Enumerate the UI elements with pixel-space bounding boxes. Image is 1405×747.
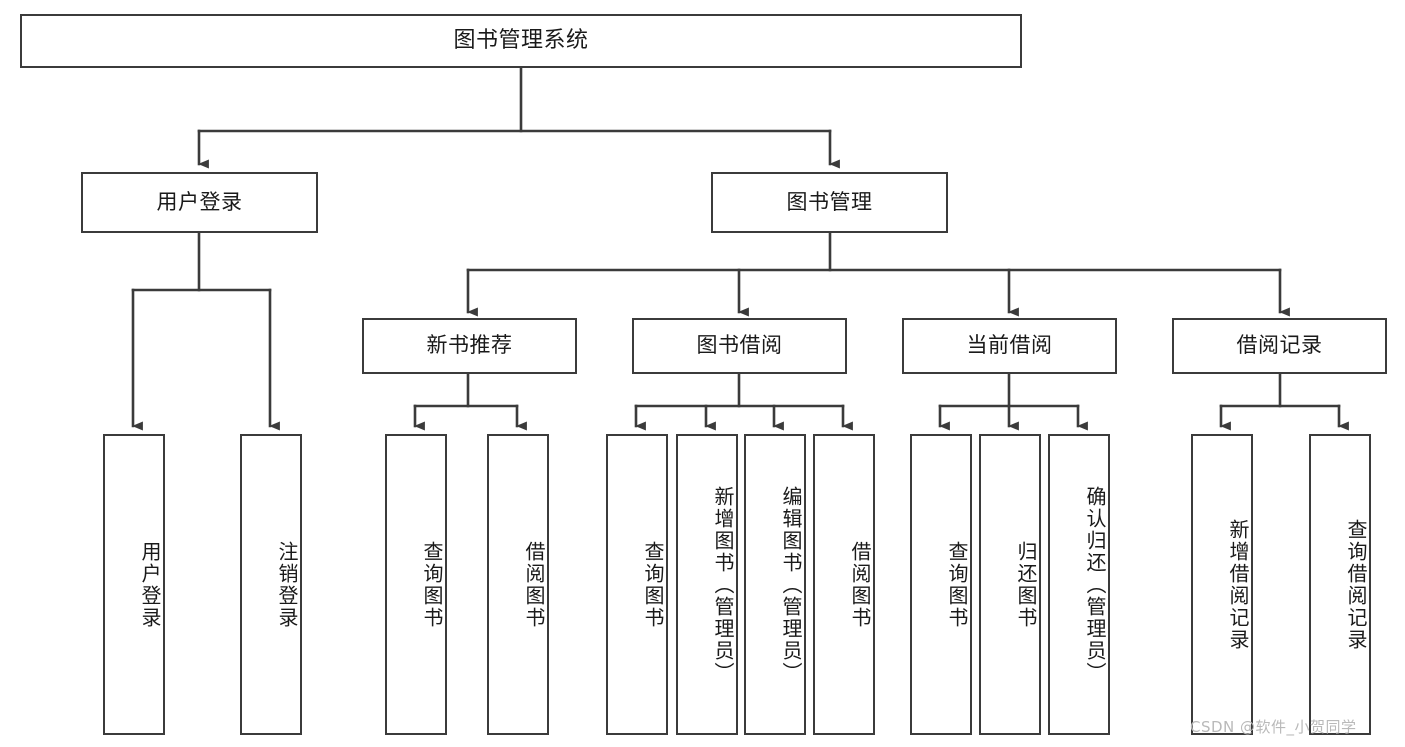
leaf-current-query-book[interactable]: 查询图书 [910,434,972,735]
leaf-label: 新增借阅记录 [1226,518,1250,651]
leaf-label: 查询图书 [641,540,665,629]
leaf-label: 编辑图书（管理员） [779,485,803,684]
leaf-current-confirm-return-admin[interactable]: 确认归还（管理员） [1048,434,1110,735]
leaf-label: 注销登录 [275,540,299,629]
leaf-label: 借阅图书 [522,540,546,629]
leaf-label: 用户登录 [138,540,162,629]
node-book-management[interactable]: 图书管理 [711,172,948,233]
leaf-label: 确认归还（管理员） [1083,485,1107,684]
node-new-book-recommend[interactable]: 新书推荐 [362,318,577,374]
leaf-user-login-login[interactable]: 用户登录 [103,434,165,735]
leaf-label: 查询图书 [945,540,969,629]
leaf-user-login-logout[interactable]: 注销登录 [240,434,302,735]
leaf-label: 借阅图书 [848,540,872,629]
leaf-borrow-add-book-admin[interactable]: 新增图书（管理员） [676,434,738,735]
leaf-label: 查询图书 [420,540,444,629]
leaf-current-return-book[interactable]: 归还图书 [979,434,1041,735]
leaf-label: 查询借阅记录 [1344,518,1368,651]
csdn-watermark: CSDN @软件_小贺同学 [1190,718,1357,736]
node-current-borrow[interactable]: 当前借阅 [902,318,1117,374]
leaf-record-add-record[interactable]: 新增借阅记录 [1191,434,1253,735]
leaf-borrow-query-book[interactable]: 查询图书 [606,434,668,735]
leaf-borrow-borrow-book[interactable]: 借阅图书 [813,434,875,735]
leaf-label: 归还图书 [1014,540,1038,629]
node-user-login[interactable]: 用户登录 [81,172,318,233]
leaf-borrow-edit-book-admin[interactable]: 编辑图书（管理员） [744,434,806,735]
node-borrow-record[interactable]: 借阅记录 [1172,318,1387,374]
node-root-system[interactable]: 图书管理系统 [20,14,1022,68]
leaf-label: 新增图书（管理员） [711,485,735,684]
leaf-new-book-query[interactable]: 查询图书 [385,434,447,735]
node-book-borrow[interactable]: 图书借阅 [632,318,847,374]
leaf-new-book-borrow[interactable]: 借阅图书 [487,434,549,735]
leaf-record-query-record[interactable]: 查询借阅记录 [1309,434,1371,735]
